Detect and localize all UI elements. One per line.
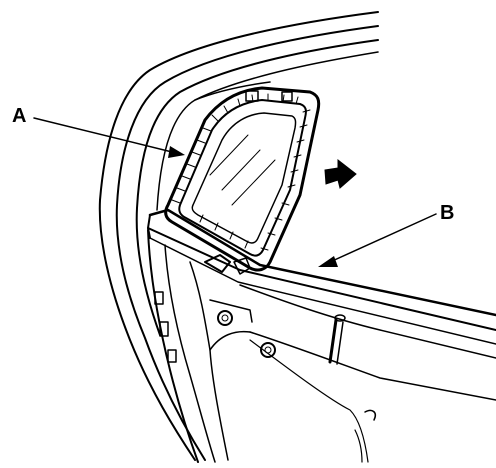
- callout-label-b: B: [440, 202, 455, 224]
- door-frame: [98, 11, 379, 461]
- leader-arrowhead-a: [168, 146, 185, 158]
- leader-line-a: [33, 117, 173, 153]
- leader-line-b: [329, 213, 437, 263]
- callout-label-a: A: [12, 105, 27, 127]
- forward-arrow-icon: [324, 158, 357, 189]
- leader-arrowhead-b: [318, 256, 338, 267]
- quarter-glass: [164, 86, 321, 272]
- door-inner-panel: [147, 229, 496, 463]
- beltline-molding: [147, 208, 496, 345]
